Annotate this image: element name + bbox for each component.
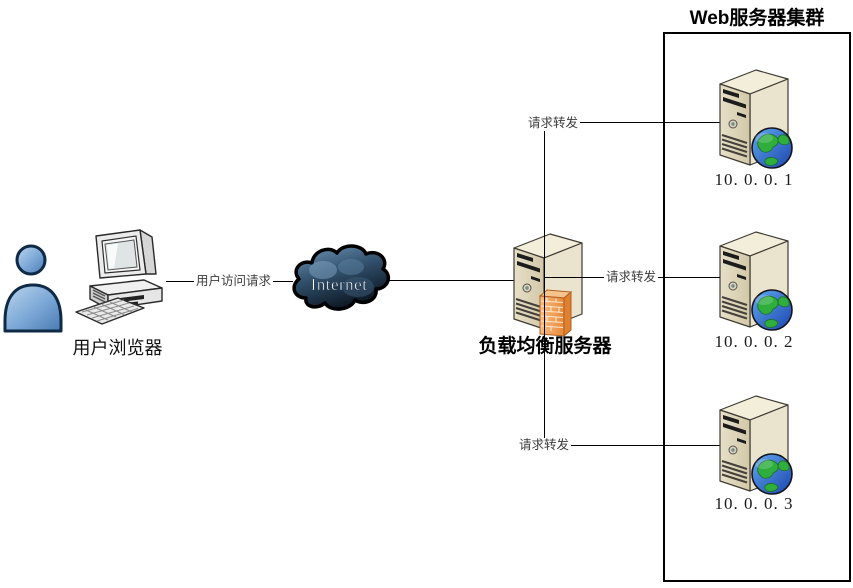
server-ip-label: 10. 0. 0. 2: [714, 332, 794, 351]
user-icon: [3, 244, 63, 333]
edge-label-forward-3: 请求转发: [517, 438, 572, 453]
server-ip-label: 10. 0. 0. 1: [714, 170, 794, 189]
edge-lb-vertical: [544, 122, 545, 446]
web-server-icon: [712, 66, 796, 170]
web-cluster-title: Web服务器集群: [689, 8, 825, 29]
edge-lb-to-server-3: [544, 445, 720, 446]
internet-label: Internet: [311, 275, 368, 294]
edge-label-forward-1: 请求转发: [526, 116, 581, 131]
server-ip-label: 10. 0. 0. 3: [714, 494, 794, 513]
web-server-icon: [712, 392, 796, 496]
computer-icon: [75, 229, 163, 325]
edge-label-user-request: 用户访问请求: [194, 274, 274, 289]
edge-lb-to-server-1: [544, 122, 720, 123]
web-server-icon: [712, 228, 796, 332]
edge-label-forward-2: 请求转发: [604, 270, 659, 285]
user-node-label: 用户浏览器: [72, 338, 163, 358]
load-balancer-label: 负载均衡服务器: [478, 336, 612, 357]
edge-internet-to-lb: [385, 280, 515, 281]
load-balancer-icon: [506, 230, 590, 340]
internet-cloud-icon: Internet: [292, 244, 391, 311]
